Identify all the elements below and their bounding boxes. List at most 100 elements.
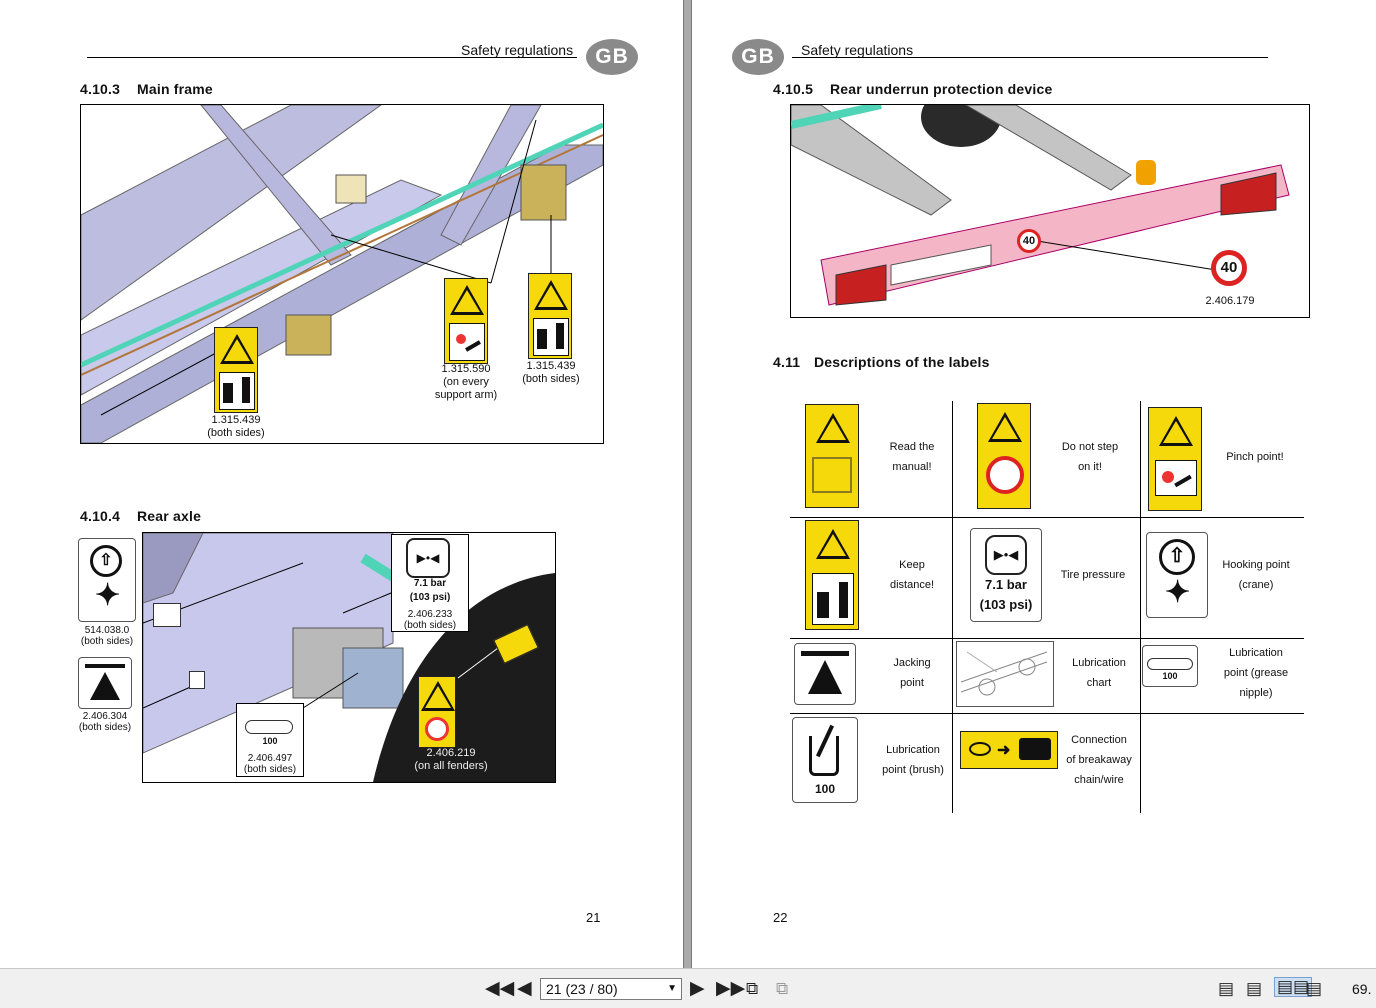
label-pinch-point [1148, 407, 1202, 511]
label-note: (both sides) [243, 764, 297, 775]
book-icon [812, 457, 852, 493]
tire-pressure-icon: ▶•◀ [985, 535, 1027, 575]
label-line: Lubrication [886, 744, 940, 756]
section-title: Rear axle [137, 508, 202, 524]
label-text-hooking-point: Hooking point (crane) [1210, 555, 1302, 595]
label-text-read-manual: Read the manual! [872, 437, 952, 477]
jack-label [78, 657, 132, 709]
label-line: on it! [1078, 461, 1102, 473]
label-note: (both sides) [78, 722, 132, 733]
pinch-point-icon [449, 323, 485, 361]
label-tire-pressure: ▶•◀ 7.1 bar (103 psi) [970, 528, 1042, 622]
rear-axle-drawing [143, 533, 555, 782]
row-divider [790, 713, 1304, 714]
warning-triangle-icon [988, 412, 1022, 442]
grease-icon-text: 100 [262, 736, 278, 746]
warning-sticker-keep-distance [214, 327, 258, 413]
label-note: (on every [443, 376, 489, 388]
grease-icon-text: 100 [1162, 671, 1178, 681]
tire-bar-value: 7.1 bar [413, 578, 447, 589]
next-page-icon[interactable]: ▶ [690, 978, 705, 999]
label-keep-distance [805, 520, 859, 630]
page-select-value: 21 (23 / 80) [546, 981, 618, 997]
label-text-jacking-point: Jacking point [872, 653, 952, 693]
label-line: (crane) [1238, 579, 1274, 591]
zoom-level[interactable]: 69. [1352, 981, 1372, 997]
warning-sticker-keep-distance-2 [528, 273, 572, 359]
previous-view-icon[interactable]: ⧉ [746, 979, 759, 998]
tractor-icon [1019, 738, 1051, 760]
label-read-manual [805, 404, 859, 508]
section-heading-label-descriptions: 4.11 Descriptions of the labels [773, 354, 990, 370]
oil-can-text: 100 [814, 782, 836, 796]
pinch-point-icon [1155, 460, 1197, 496]
caption-2406179: 2.406.179 [1205, 295, 1255, 307]
section-title: Descriptions of the labels [814, 354, 990, 370]
warning-triangle-icon [1159, 416, 1193, 446]
warning-triangle-icon [421, 681, 455, 711]
label-line: of breakaway [1066, 754, 1132, 766]
label-no-step [977, 403, 1031, 509]
label-grease-nipple: 100 [1142, 645, 1198, 687]
warning-triangle-icon [816, 529, 850, 559]
caption-1315439-left: 1.315.439 (both sides) [196, 414, 276, 440]
label-note: (both sides) [403, 620, 457, 631]
viewer-toolbar: ◀◀ ◀ 21 (23 / 80) ▼ ▶ ▶▶ ⧉ ⧉ ▤ ▤ ▤▤ ▤ 69… [0, 968, 1376, 1008]
label-note: (both sides) [207, 427, 265, 439]
header-rule [792, 57, 1268, 58]
continuous-view-icon[interactable]: ▤ [1246, 979, 1263, 998]
label-line: Connection [1071, 734, 1127, 746]
section-number: 4.10.4 [80, 508, 121, 524]
label-code: 2.406.497 [247, 753, 293, 764]
label-note: support arm) [434, 389, 498, 401]
next-view-icon[interactable]: ⧉ [776, 979, 789, 998]
facing-view-icon[interactable]: ▤▤ [1274, 977, 1313, 997]
label-lubrication-brush: 100 [792, 717, 858, 803]
caption-1315439-right: 1.315.439 (both sides) [511, 360, 591, 386]
label-line: point (grease [1223, 667, 1289, 679]
warning-triangle-icon [450, 285, 484, 315]
single-page-view-icon[interactable]: ▤ [1218, 979, 1235, 998]
continuous-facing-view-icon[interactable]: ▤ [1306, 979, 1323, 998]
label-note: (on all fenders) [414, 760, 488, 772]
page-number: 21 [586, 910, 601, 925]
arrow-up-icon: ⇧ [1159, 539, 1195, 575]
label-code: 2.406.233 [407, 609, 453, 620]
language-badge: GB [732, 39, 784, 75]
label-line: point [900, 677, 924, 689]
section-heading-rear-axle: 4.10.4 Rear axle [80, 508, 201, 524]
hook-decal [153, 603, 181, 627]
label-line: point (brush) [882, 764, 944, 776]
page-number: 22 [773, 910, 788, 925]
label-code: 1.315.590 [441, 363, 491, 375]
label-line: Jacking [893, 657, 931, 669]
rear-underrun-figure: 40 40 2.406.179 [790, 104, 1310, 318]
crane-hook-icon: ✦ [1165, 576, 1191, 609]
page-number-select[interactable]: 21 (23 / 80) ▼ [540, 978, 682, 1000]
last-page-icon[interactable]: ▶▶ [716, 978, 746, 999]
label-note: (both sides) [80, 636, 134, 647]
grease-gun-icon [245, 720, 293, 734]
caption-2406304: 2.406.304 (both sides) [72, 711, 138, 733]
rear-axle-figure: 2.406.219 (on all fenders) [142, 532, 556, 783]
label-breakaway-chain: ➜ [960, 731, 1058, 769]
jack-plate-icon [85, 664, 125, 668]
hook-label: ⇧ ✦ [78, 538, 136, 622]
label-line: Keep [899, 559, 925, 571]
header-rule [87, 57, 577, 58]
section-number: 4.10.5 [773, 81, 814, 97]
warning-sticker-pinch-point [444, 278, 488, 364]
warning-triangle-icon [220, 334, 254, 364]
language-badge: GB [586, 39, 638, 75]
section-number: 4.10.3 [80, 81, 121, 97]
first-page-icon[interactable]: ◀◀ [485, 978, 515, 999]
section-number: 4.11 [773, 354, 801, 370]
column-divider [952, 401, 953, 813]
section-title: Rear underrun protection device [830, 81, 1053, 97]
prev-page-icon[interactable]: ◀ [517, 978, 532, 999]
page-gutter [683, 0, 692, 968]
label-line: manual! [892, 461, 932, 473]
section-heading-rear-underrun: 4.10.5 Rear underrun protection device [773, 81, 1052, 97]
label-code: 2.406.219 [426, 747, 476, 759]
